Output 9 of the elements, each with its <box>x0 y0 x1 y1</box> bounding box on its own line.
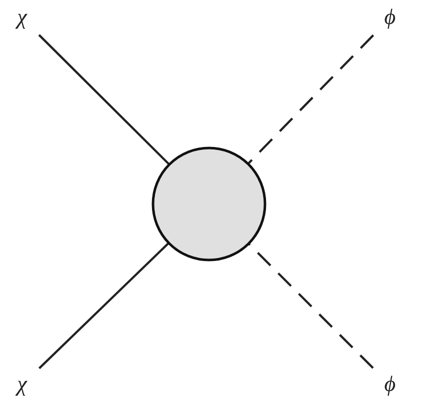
particle-label: ϕ <box>384 4 396 29</box>
dashed-scalar-line <box>248 242 374 369</box>
dashed-scalar-line <box>247 34 374 165</box>
particle-label: χ <box>17 4 27 29</box>
particle-label: χ <box>17 371 27 396</box>
blob-circle <box>152 146 266 262</box>
particle-label: ϕ <box>384 371 396 396</box>
fermion-line <box>38 242 170 370</box>
fermion-line <box>38 34 170 166</box>
